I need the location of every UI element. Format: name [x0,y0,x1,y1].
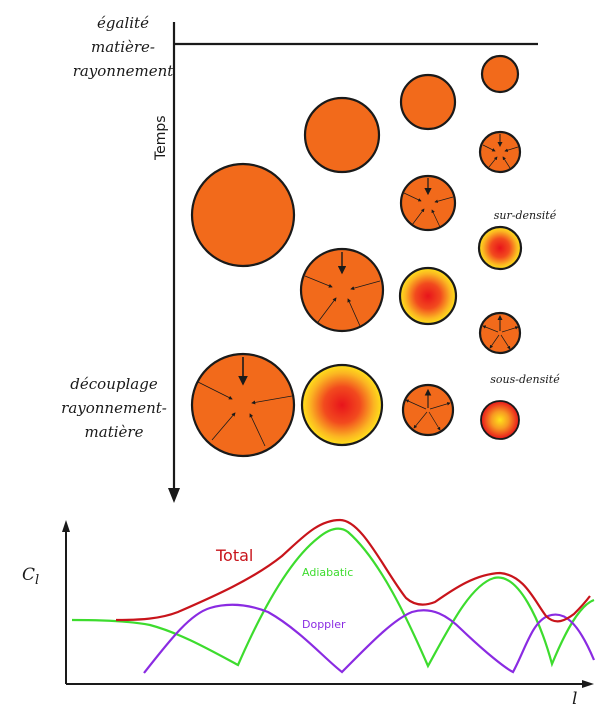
chart-y-axis-label-main: C [22,565,35,585]
gravity-arrow-icon [482,144,496,152]
series-line-total [115,518,591,623]
gravity-arrow-icon [197,381,233,400]
equality-label-line3: rayonnement [73,62,175,80]
plasma-circle-medium-mid [299,247,385,333]
gravity-arrow-icon [501,326,519,333]
gravity-arrow-icon [403,192,422,202]
gravity-arrow-icon [317,297,337,323]
decoupling-label-line1: découplage [70,375,158,393]
gravity-arrow-icon [304,275,333,288]
chart-x-axis-arrow-icon [582,680,594,688]
plasma-circles [190,54,523,458]
gravity-arrow-icon [431,209,441,228]
plasma-circle-tiny-3 [478,311,522,355]
gravity-arrow-icon [249,413,266,447]
series-label-doppler: Doppler [302,618,346,631]
plasma-circle-small-3 [401,383,455,437]
gravity-arrow-icon [502,156,511,169]
series-label-adiabatic: Adiabatic [302,566,353,579]
overdensity-circle-tiny [477,225,523,271]
decoupling-label-line3: matière [85,423,144,441]
gravity-arrow-icon [251,395,293,405]
series-line-adiabatic [71,527,595,669]
equality-label-line2: matière- [91,38,155,56]
series-label-total: Total [215,546,253,565]
gravity-arrow-icon [489,334,500,349]
chart-y-axis-label: Cl [22,565,39,588]
plasma-circle-medium-top [303,96,381,174]
gravity-arrow-icon [500,334,511,350]
gravity-arrow-icon [488,156,498,168]
gravity-arrow-icon [434,196,454,203]
chart-x-axis-label: l [572,689,577,709]
time-axis-label: Temps [153,115,169,161]
gravity-arrow-icon [429,402,451,410]
gravity-arrows [197,134,519,447]
gravity-arrow-icon [504,146,519,152]
plasma-circle-tiny-2 [478,130,522,174]
chart-y-axis-label-sub: l [35,573,39,588]
gravity-arrow-icon [347,298,361,327]
underdensity-label: sous-densité [490,373,560,386]
gravity-arrow-icon [482,325,499,333]
plasma-circle-small-1 [399,73,457,131]
plasma-circle-large-bottom [190,352,296,458]
series-line-doppler [143,603,596,674]
plasma-circle-large-top [190,162,296,268]
gravity-arrow-icon [350,280,381,291]
gravity-arrow-icon [211,412,236,441]
power-spectrum-chart: Cl l Total Adiabatic Doppler [22,518,596,709]
equality-label-line1: égalité [97,14,149,32]
gravity-arrow-icon [411,208,425,226]
gravity-arrow-icon [405,399,427,410]
gravity-arrow-icon [428,411,441,431]
overdensity-label: sur-densité [494,209,557,222]
underdensity-circle-tiny [480,400,520,440]
plasma-circle-small-2 [399,174,457,232]
overdensity-circle-small [398,266,458,326]
plasma-circle-tiny-1 [480,54,520,94]
overdensity-circle-medium [300,363,384,447]
time-axis-arrow-icon [168,488,180,503]
gravity-arrow-icon [413,411,428,429]
decoupling-label-line2: rayonnement- [61,399,167,417]
chart-y-axis-arrow-icon [62,520,70,532]
